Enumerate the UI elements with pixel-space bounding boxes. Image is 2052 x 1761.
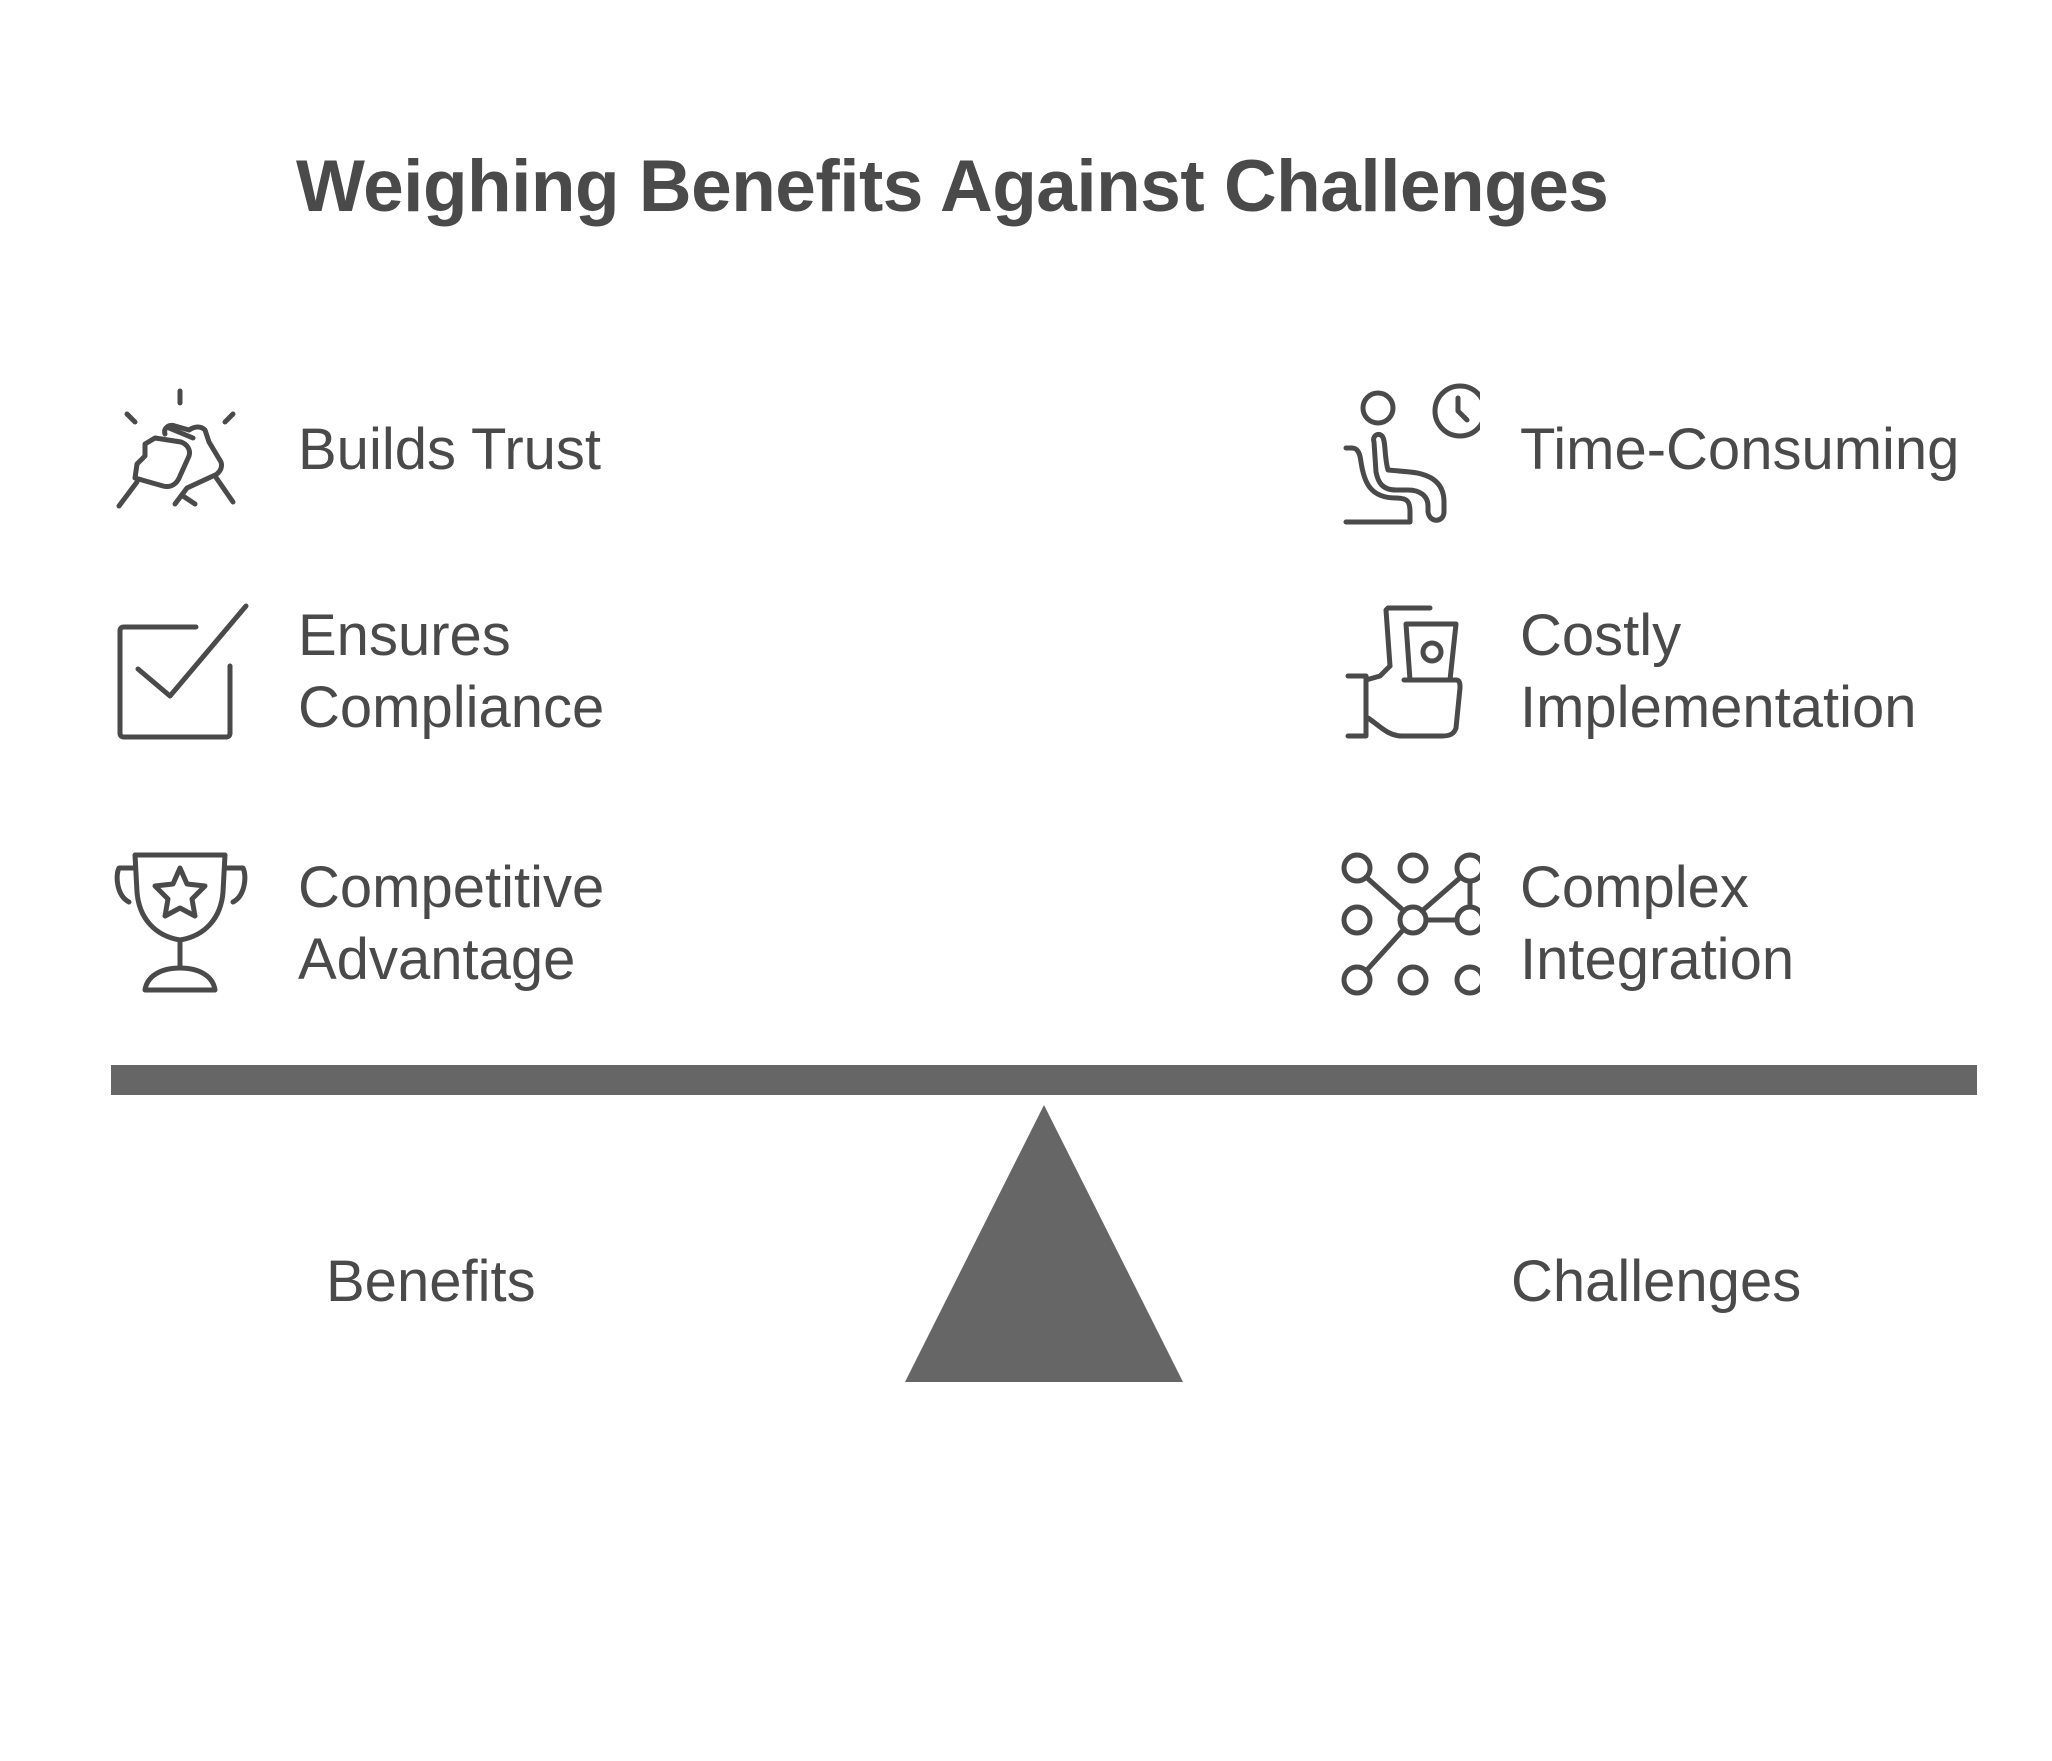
hand-holding-money-icon <box>1330 596 1480 746</box>
waiting-person-clock-icon <box>1330 378 1480 528</box>
diagram-title: Weighing Benefits Against Challenges <box>296 146 1609 227</box>
handshake-icon <box>105 378 255 528</box>
trophy-star-icon <box>105 846 255 996</box>
benefits-side-label: Benefits <box>326 1249 536 1314</box>
benefit-label: Builds Trust <box>298 417 601 482</box>
benefit-label: Competitive Advantage <box>298 855 605 992</box>
checkbox-check-icon <box>108 596 258 746</box>
scale-beam <box>111 1065 1977 1095</box>
scale-fulcrum-triangle <box>905 1105 1183 1382</box>
benefit-label: Ensures Compliance <box>298 603 605 740</box>
challenge-label: Time-Consuming <box>1520 417 1960 482</box>
challenge-label: Complex Integration <box>1520 855 1795 992</box>
challenges-side-label: Challenges <box>1511 1249 1802 1314</box>
network-nodes-icon <box>1330 846 1480 996</box>
challenge-label: Costly Implementation <box>1520 603 1917 740</box>
